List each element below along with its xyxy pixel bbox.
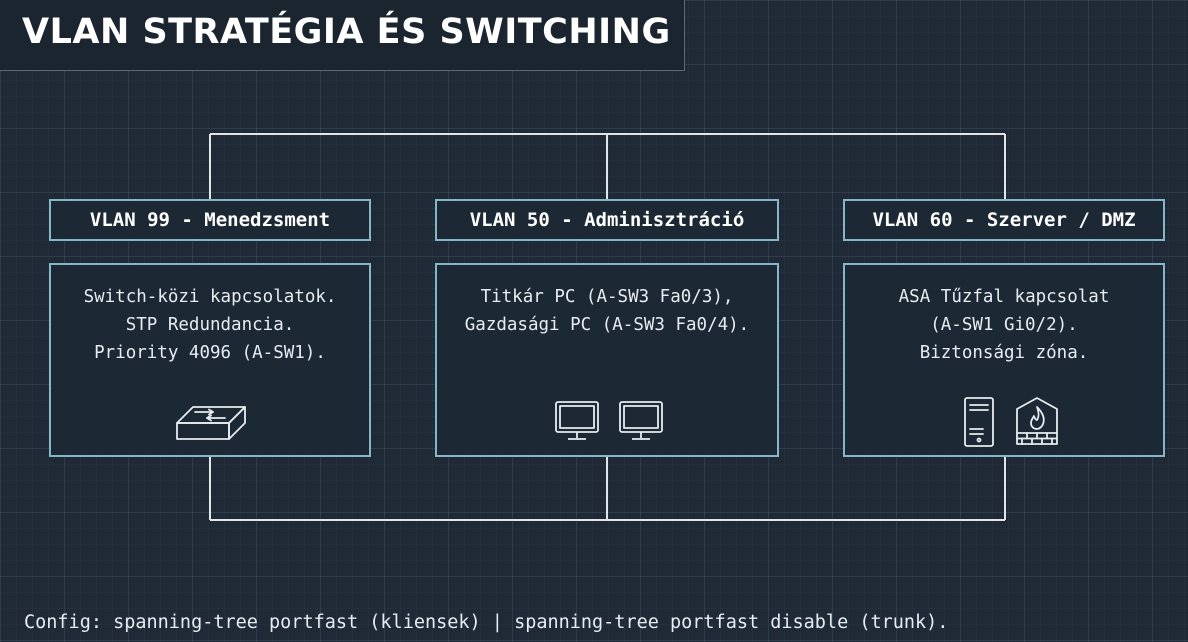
vlan-60-description: ASA Tűzfal kapcsolat (A-SW1 Gi0/2). Bizt… — [845, 283, 1163, 367]
title-box: VLAN STRATÉGIA ÉS SWITCHING — [0, 0, 685, 71]
page-title: VLAN STRATÉGIA ÉS SWITCHING — [22, 12, 671, 52]
vlan-99-header: VLAN 99 - Menedzsment — [49, 199, 371, 241]
vlan-60-line-2: (A-SW1 Gi0/2). — [930, 315, 1078, 335]
vlan-60-line-1: ASA Tűzfal kapcsolat — [898, 287, 1110, 307]
firewall-icon — [1016, 397, 1058, 445]
vlan-60-line-3: Biztonsági zóna. — [919, 343, 1089, 363]
server-icon — [964, 397, 994, 447]
vlan-60-header: VLAN 60 - Szerver / DMZ — [843, 199, 1165, 241]
vlan-50-header-label: VLAN 50 - Adminisztráció — [469, 209, 745, 231]
monitor-icon — [619, 401, 663, 440]
vlan-99-panel: Switch-közi kapcsolatok. STP Redundancia… — [49, 263, 371, 457]
vlan-99-line-3: Priority 4096 (A-SW1). — [94, 343, 326, 363]
vlan-99-line-2: STP Redundancia. — [125, 315, 295, 335]
vlan-99-line-1: Switch-közi kapcsolatok. — [83, 287, 337, 307]
vlan-60-panel: ASA Tűzfal kapcsolat (A-SW1 Gi0/2). Bizt… — [843, 263, 1165, 457]
switch-icon — [176, 406, 246, 440]
vlan-50-description: Titkár PC (A-SW3 Fa0/3), Gazdasági PC (A… — [437, 283, 777, 339]
vlan-50-header: VLAN 50 - Adminisztráció — [435, 199, 779, 241]
vlan-99-description: Switch-közi kapcsolatok. STP Redundancia… — [51, 283, 369, 367]
monitor-icon — [555, 401, 599, 440]
vlan-50-panel: Titkár PC (A-SW3 Fa0/3), Gazdasági PC (A… — [435, 263, 779, 457]
config-footer: Config: spanning-tree portfast (kliensek… — [24, 612, 949, 633]
vlan-99-header-label: VLAN 99 - Menedzsment — [89, 209, 331, 231]
vlan-50-line-2: Gazdasági PC (A-SW3 Fa0/4). — [464, 315, 750, 335]
vlan-50-line-1: Titkár PC (A-SW3 Fa0/3), — [480, 287, 734, 307]
vlan-60-header-label: VLAN 60 - Szerver / DMZ — [872, 209, 1136, 231]
